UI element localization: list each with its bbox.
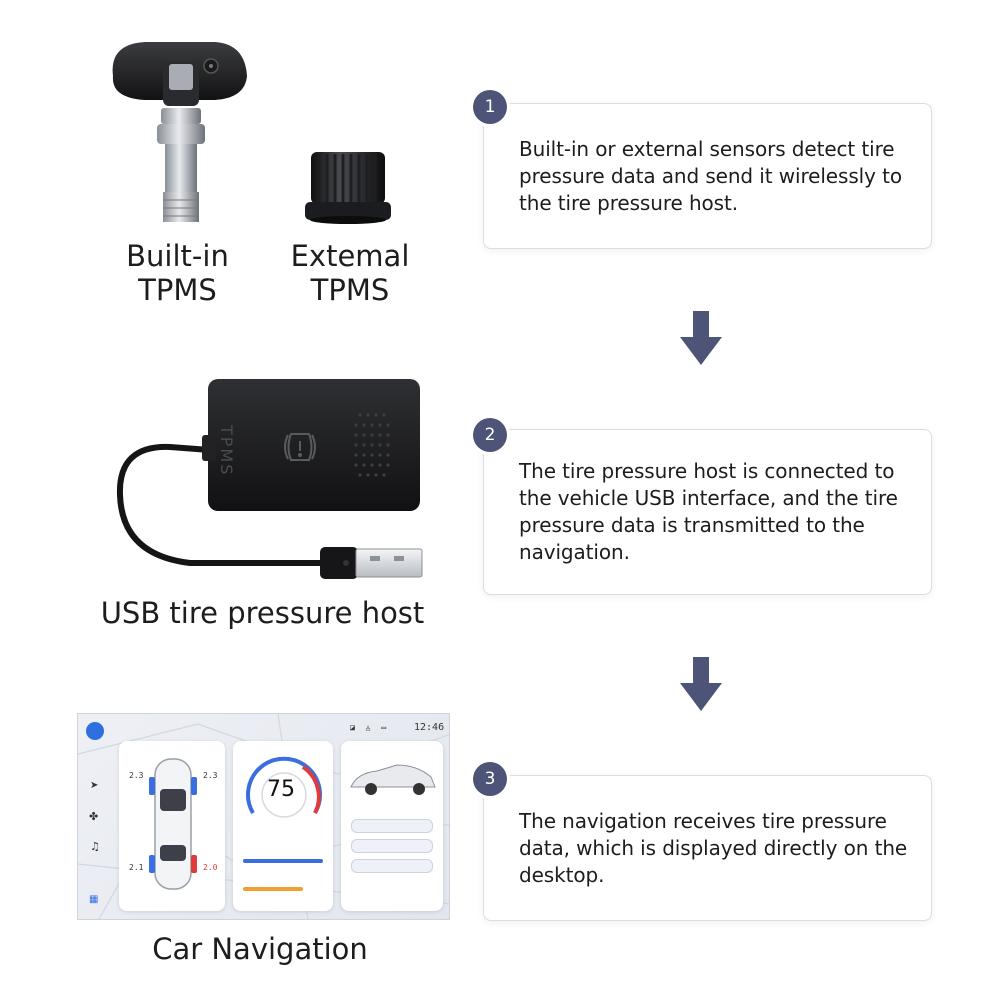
external-label-line1: Extemal [290, 239, 410, 273]
info-row-2 [243, 887, 303, 891]
down-arrow-icon [680, 311, 722, 365]
gauge-dial [246, 756, 322, 818]
step-1-text: Built-in or external sensors detect tire… [519, 136, 902, 215]
tire-pressure-panel: 2.3 2.3 2.1 2.0 [119, 741, 225, 911]
builtin-tpms-label: Built-in TPMS [100, 239, 255, 307]
external-label-line2: TPMS [310, 273, 390, 307]
fan-icon[interactable]: ✤ [89, 810, 99, 823]
step-3-badge: 3 [473, 762, 507, 796]
step-2-badge: 2 [473, 418, 507, 452]
usb-host-image: TPMS [110, 375, 440, 595]
nav-home-icon[interactable] [86, 722, 104, 740]
car-navigation-screen: ➤ ✤ ♫ ▦ ◪ ◬ ▭ 12:46 2.3 2.3 2.1 2.0 75 [77, 713, 450, 920]
info-row-1 [243, 859, 323, 863]
nav-arrow-icon[interactable]: ➤ [90, 780, 99, 791]
step-card-1: Built-in or external sensors detect tire… [483, 103, 932, 249]
step-card-2: The tire pressure host is connected to t… [483, 429, 932, 595]
status-icons: ◪ ◬ ▭ [350, 723, 390, 732]
option-pill-3[interactable] [351, 859, 433, 873]
builtin-label-line2: TPMS [138, 273, 217, 307]
speed-gauge-panel: 75 [233, 741, 333, 911]
tire-reading-fl: 2.3 [129, 771, 144, 780]
builtin-label-line1: Built-in [126, 239, 229, 273]
step-card-3: The navigation receives tire pressure da… [483, 775, 932, 921]
external-tpms-label: Extemal TPMS [275, 239, 425, 307]
music-icon[interactable]: ♫ [90, 840, 100, 853]
tire-reading-rl: 2.1 [129, 863, 144, 872]
car-top-view [149, 758, 197, 890]
car-navigation-label: Car Navigation [152, 932, 368, 966]
builtin-tpms-sensor-image [105, 36, 250, 231]
vehicle-info-panel [341, 741, 443, 911]
tire-reading-fr: 2.3 [203, 771, 218, 780]
usb-host-label: USB tire pressure host [100, 596, 425, 630]
status-time: 12:46 [414, 722, 445, 733]
host-print-text: TPMS [217, 425, 236, 477]
option-pill-2[interactable] [351, 839, 433, 853]
option-pill-1[interactable] [351, 819, 433, 833]
tire-reading-rr: 2.0 [203, 863, 218, 872]
step-2-text: The tire pressure host is connected to t… [519, 459, 898, 564]
step-1-badge: 1 [473, 90, 507, 124]
apps-icon[interactable]: ▦ [89, 894, 99, 905]
step-3-text: The navigation receives tire pressure da… [519, 808, 908, 887]
car-side-image [350, 764, 436, 795]
gauge-value: 75 [267, 777, 295, 802]
external-tpms-sensor-image [303, 148, 393, 228]
down-arrow-icon [680, 657, 722, 711]
